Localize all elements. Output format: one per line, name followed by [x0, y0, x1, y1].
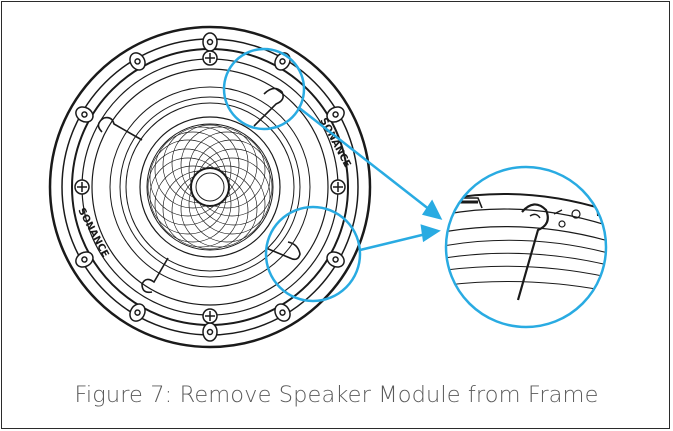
callout-circles: [222, 47, 362, 303]
detail-magnifier: [444, 165, 608, 329]
mounting-screws: [74, 32, 346, 342]
speaker-cone: [147, 124, 273, 250]
speaker-illustration: SONANCE SONANCE: [48, 25, 608, 349]
figure-caption: Figure 7: Remove Speaker Module from Fra…: [74, 382, 599, 408]
callout-arrow: [297, 106, 443, 252]
release-tabs: [97, 87, 301, 294]
